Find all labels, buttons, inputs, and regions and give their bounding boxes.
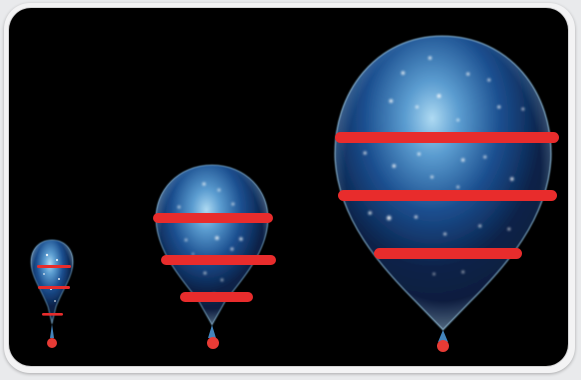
medium-balloon-band-1: [153, 213, 273, 223]
large-balloon-band-1: [335, 132, 559, 143]
balloons-illustration: [9, 8, 568, 366]
medium-balloon-band-2: [161, 255, 276, 265]
medium-balloon-band-3: [180, 292, 253, 302]
large-balloon-knot: [437, 340, 449, 352]
small-balloon-band-3: [42, 313, 63, 316]
medium-balloon-knot: [207, 337, 219, 349]
small-balloon-band-2: [38, 286, 70, 289]
large-balloon-band-2: [338, 190, 557, 201]
image-frame: [4, 3, 575, 373]
large-balloon: [335, 36, 559, 352]
medium-balloon: [153, 165, 276, 349]
small-balloon-band-1: [37, 265, 71, 268]
space-balloons-image: [9, 8, 568, 366]
large-balloon-band-3: [374, 248, 522, 259]
small-balloon-knot: [47, 338, 57, 348]
small-balloon: [31, 240, 73, 348]
